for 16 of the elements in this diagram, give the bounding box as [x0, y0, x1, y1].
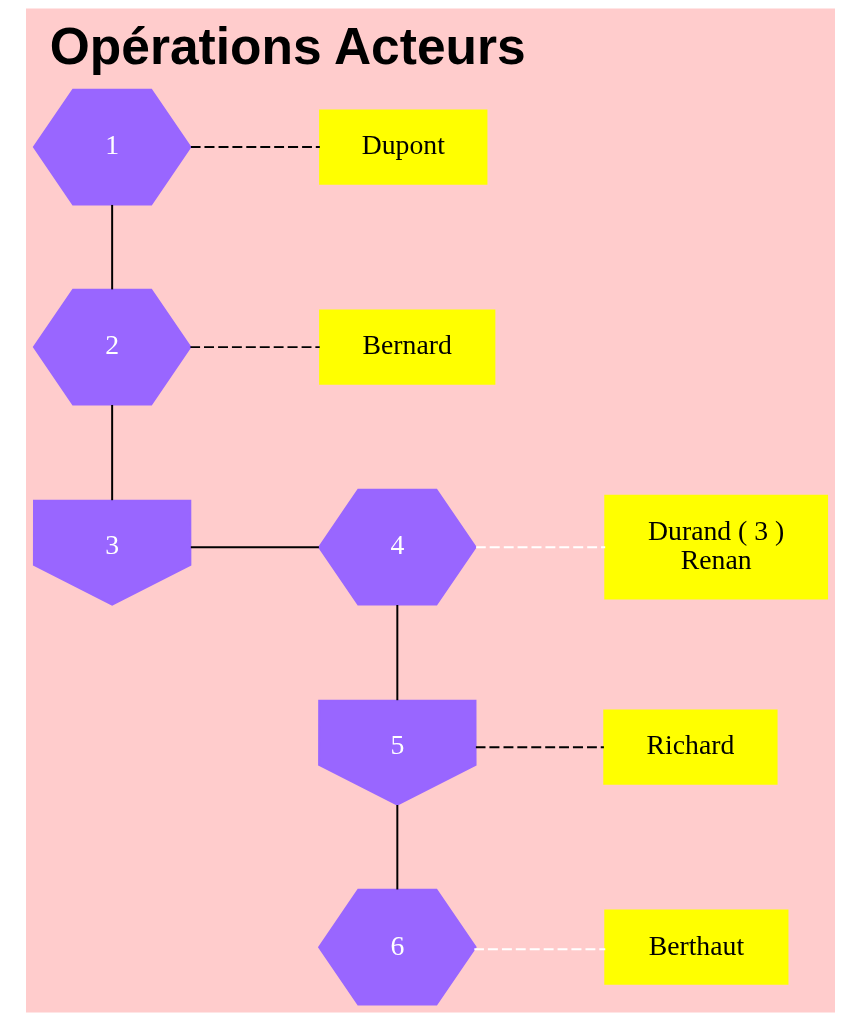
connector — [396, 604, 399, 702]
node-box: Dupont — [319, 109, 488, 185]
diagram-title: Opérations Acteurs — [49, 16, 526, 75]
node-box: Bernard — [319, 309, 496, 385]
connector — [111, 203, 114, 291]
connector — [189, 346, 321, 349]
connector — [396, 804, 399, 891]
node-box: Durand ( 3 ) Renan — [604, 494, 829, 600]
connector — [189, 546, 320, 549]
connector — [475, 546, 607, 549]
connector — [189, 146, 321, 149]
node-box: Richard — [603, 709, 778, 785]
connector — [474, 746, 605, 749]
connector — [473, 948, 607, 951]
node-box: Berthaut — [604, 909, 789, 985]
connector — [111, 403, 114, 502]
